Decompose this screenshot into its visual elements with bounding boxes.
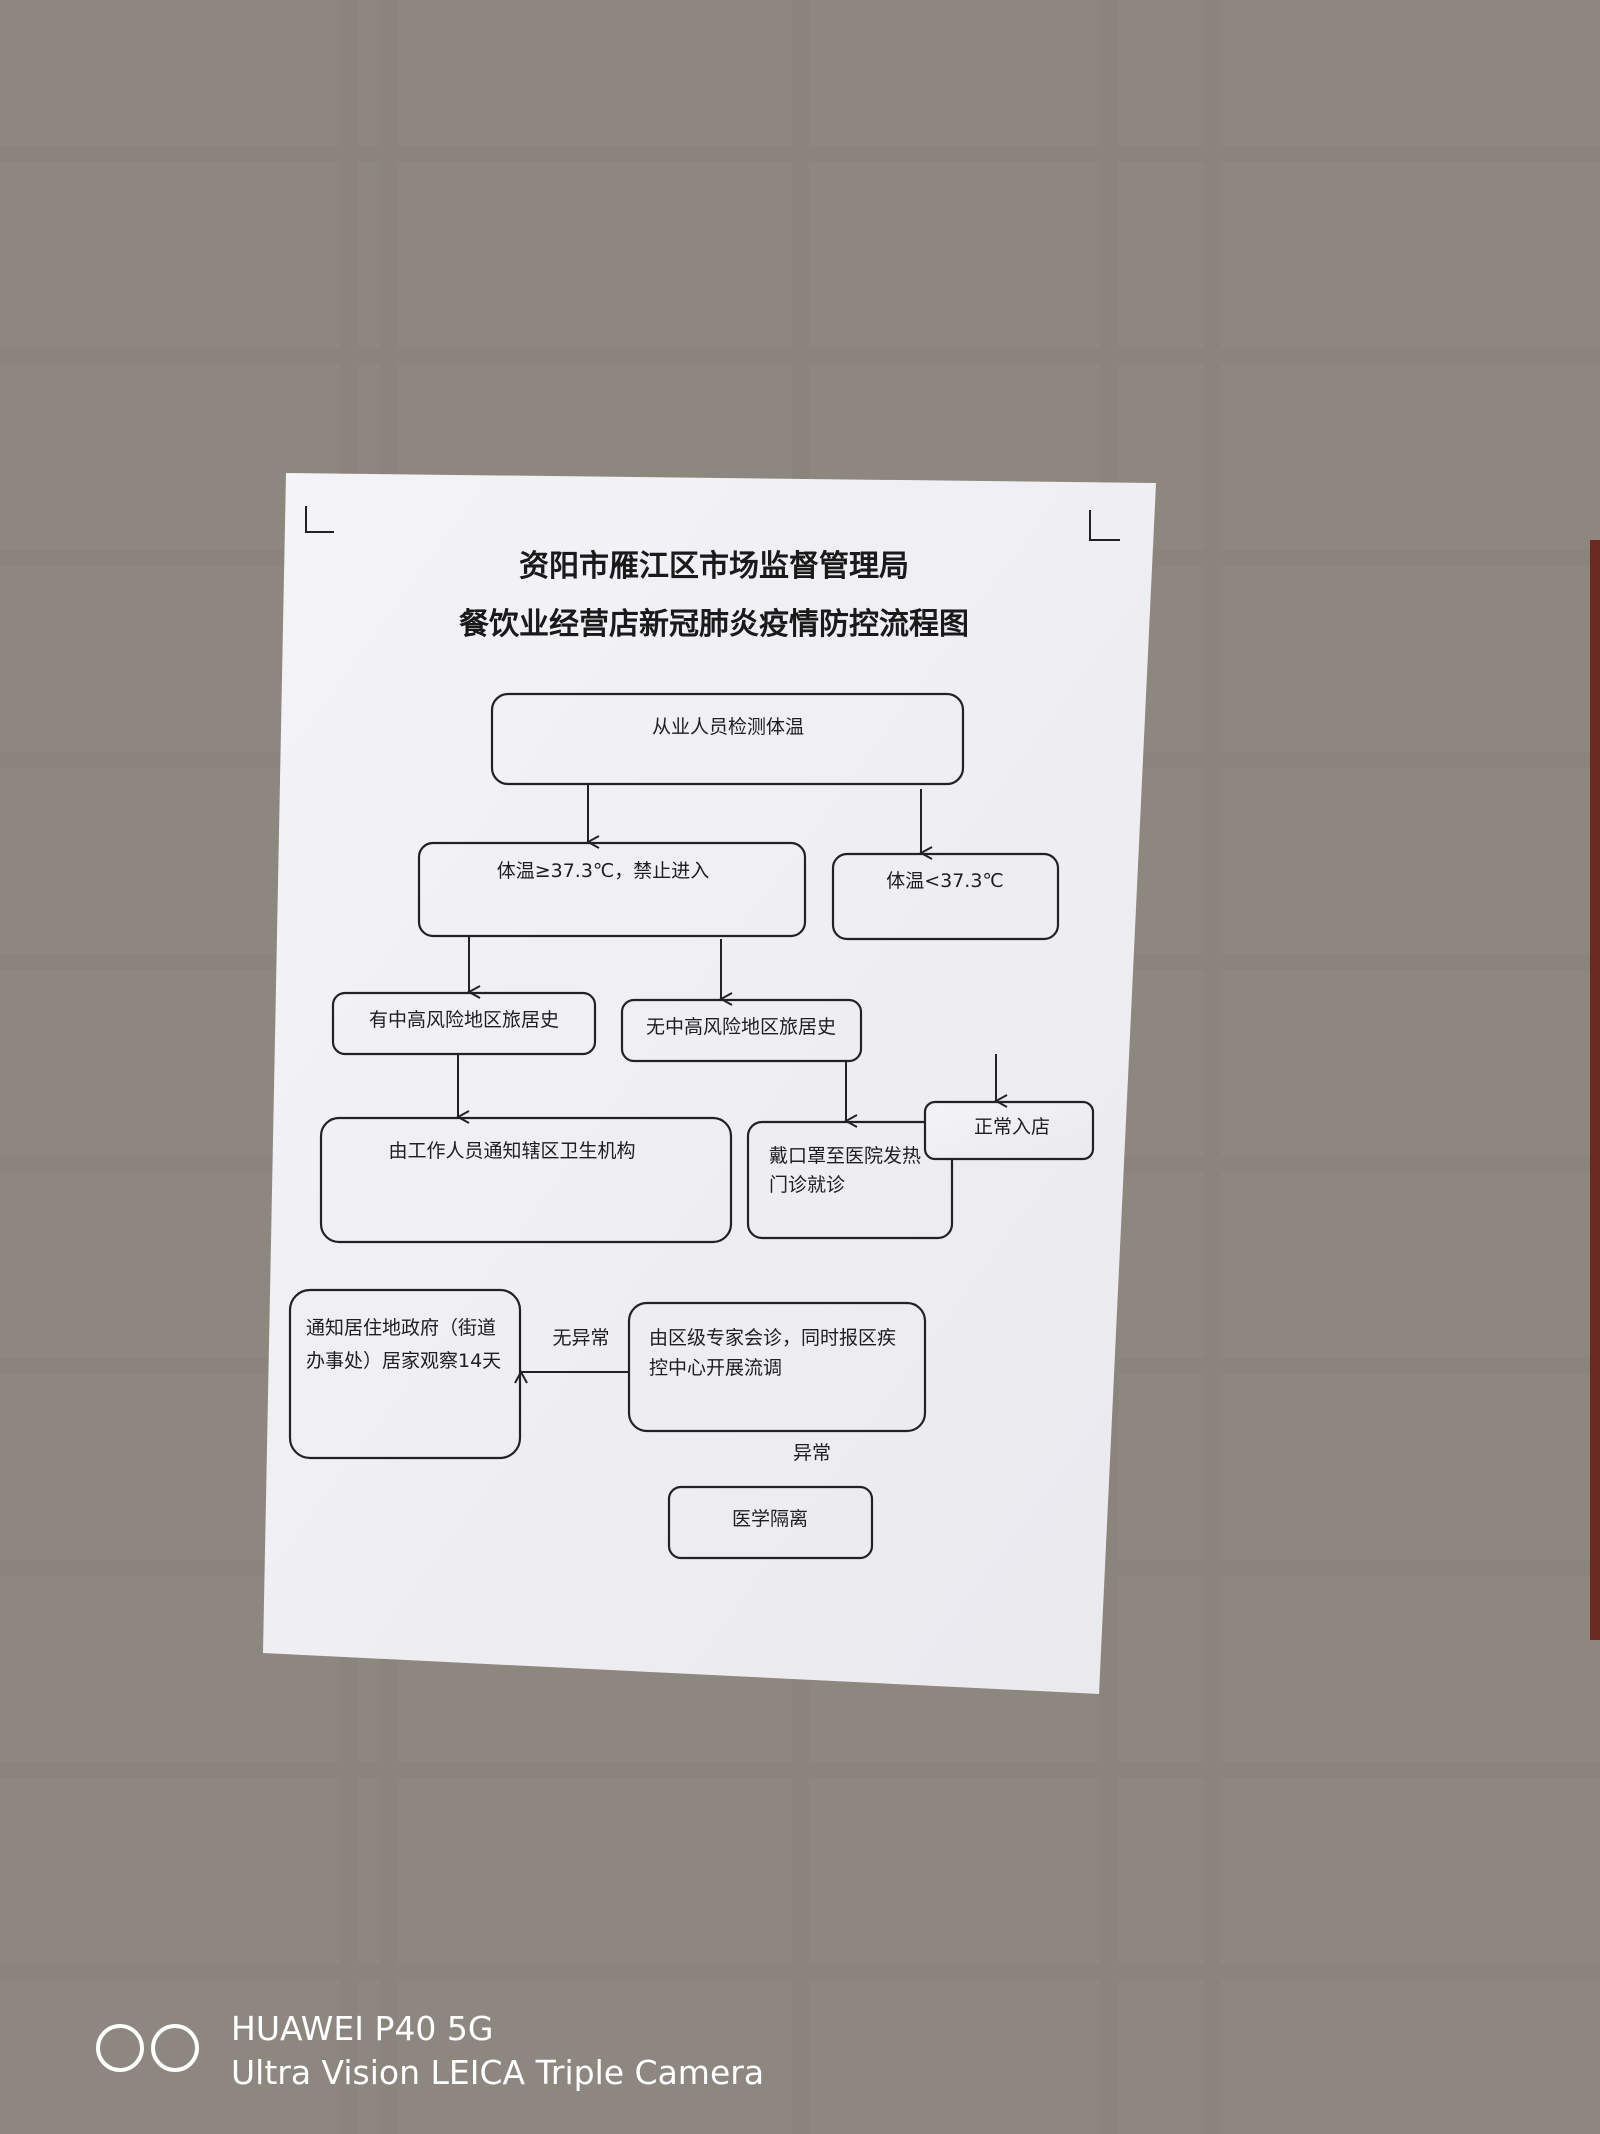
box-high-temp-text: 体温≥37.3℃，禁止进入 [497,860,710,882]
box-start-text: 从业人员检测体温 [652,716,804,738]
box-quarantine [667,1485,874,1560]
box-notify-health [319,1116,733,1244]
label-abnormal: 异常 [793,1442,831,1464]
box-high-temp [417,841,807,938]
box-normal-entry [923,1100,1095,1161]
box-normal-entry-text: 正常入店 [974,1116,1050,1138]
poster-title-line2: 餐饮业经营店新冠肺炎疫情防控流程图 [459,607,969,642]
box-fever-clinic-text-2: 门诊就诊 [769,1174,845,1196]
door-frame-edge [1590,540,1600,1640]
box-home-observe-text-1: 通知居住地政府（街道 [306,1317,496,1339]
watermark-line2: Ultra Vision LEICA Triple Camera [231,2053,764,2092]
box-no-risk-text: 无中高风险地区旅居史 [646,1016,836,1038]
corner-mark-right [1089,510,1120,541]
box-normal-temp [831,852,1060,941]
box-home-observe-text-2: 办事处）居家观察14天 [306,1350,501,1372]
camera-watermark-logo [96,2024,199,2072]
box-fever-clinic-text-1: 戴口罩至医院发热 [769,1145,921,1167]
box-has-risk-text: 有中高风险地区旅居史 [369,1009,559,1031]
box-quarantine-text: 医学隔离 [732,1508,808,1530]
box-expert-text-1: 由区级专家会诊，同时报区疾 [649,1327,896,1349]
poster-title-line1: 资阳市雁江区市场监督管理局 [519,549,909,584]
box-expert-text-2: 控中心开展流调 [649,1357,782,1379]
box-start [490,692,965,786]
corner-mark-left [305,506,334,533]
box-no-risk [620,998,863,1063]
box-notify-health-text: 由工作人员通知辖区卫生机构 [388,1140,635,1162]
watermark-line1: HUAWEI P40 5G [231,2009,493,2048]
box-normal-temp-text: 体温<37.3℃ [886,870,1004,892]
box-has-risk [331,991,597,1056]
label-no-abnormal: 无异常 [552,1327,609,1349]
box-expert [627,1301,927,1433]
paper-sheet [263,473,1156,1694]
